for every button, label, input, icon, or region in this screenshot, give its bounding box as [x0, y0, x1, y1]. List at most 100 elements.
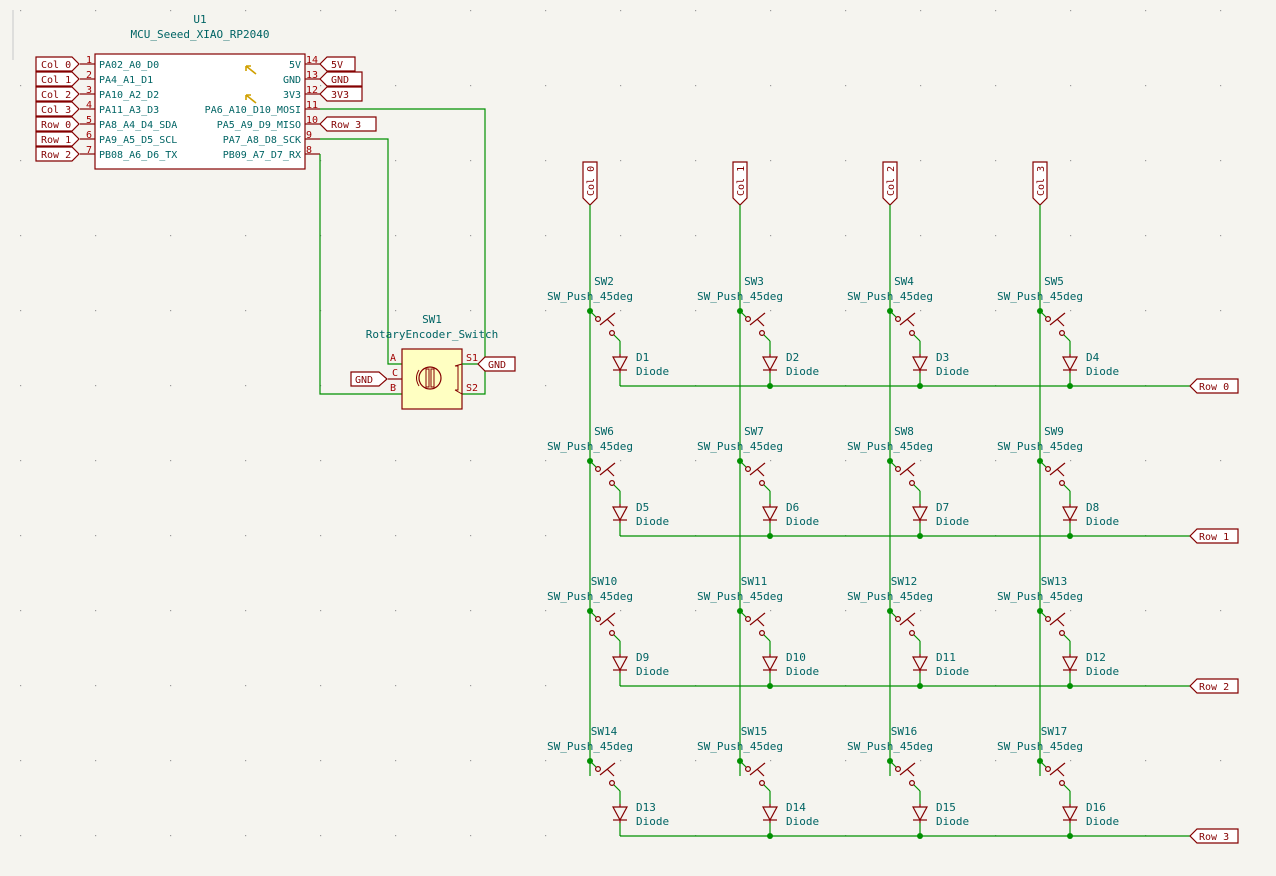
mcu-pin-name: PA8_A4_D4_SDA	[99, 120, 177, 131]
column-label-2[interactable]: Col 2	[882, 161, 898, 206]
switch-value: SW_Push_45deg	[697, 740, 783, 753]
mcu-pin-name: PA10_A2_D2	[99, 90, 159, 101]
net-label-col-1[interactable]: Col 1	[35, 71, 80, 87]
mcu-pin-name: PB08_A6_D6_TX	[99, 150, 177, 161]
push-switch-icon	[1039, 610, 1071, 642]
diode-reference: D6	[786, 501, 799, 514]
svg-text:Row 2: Row 2	[41, 150, 71, 161]
gnd-label-encoder-right[interactable]: GND	[477, 356, 516, 372]
switch-value: SW_Push_45deg	[847, 440, 933, 453]
row-label-2[interactable]: Row 2	[1189, 678, 1239, 694]
diode-value: Diode	[1086, 365, 1119, 378]
row-label-3[interactable]: Row 3	[1189, 828, 1239, 844]
push-switch-icon	[889, 460, 921, 492]
diode-icon	[611, 354, 629, 373]
mcu-pin-name: 3V3	[283, 90, 301, 101]
mcu-pin-name: PB09_A7_D7_RX	[223, 150, 301, 161]
column-label-1[interactable]: Col 1	[732, 161, 748, 206]
diode-icon	[911, 804, 929, 823]
mcu-encoder-wires	[319, 108, 486, 395]
mcu-pin-number: 2	[86, 70, 92, 81]
switch-reference: SW12	[891, 575, 918, 588]
mcu-pin-name: 5V	[289, 60, 301, 71]
diode-icon	[761, 504, 779, 523]
net-label-col-3[interactable]: Col 3	[35, 101, 80, 117]
net-label-gnd[interactable]: GND	[319, 71, 363, 87]
push-switch-icon	[739, 760, 771, 792]
push-switch-icon	[889, 310, 921, 342]
push-switch-icon	[739, 310, 771, 342]
row-label-0[interactable]: Row 0	[1189, 378, 1239, 394]
diode-icon	[611, 504, 629, 523]
svg-text:Row 3: Row 3	[1199, 832, 1229, 843]
svg-text:Col 0: Col 0	[586, 166, 597, 196]
net-label-row-3[interactable]: Row 3	[319, 116, 377, 132]
gnd-label-encoder-left[interactable]: GND	[350, 371, 388, 387]
svg-text:Col 0: Col 0	[41, 60, 71, 71]
switch-value: SW_Push_45deg	[547, 590, 633, 603]
switch-value: SW_Push_45deg	[997, 440, 1083, 453]
row-label-1[interactable]: Row 1	[1189, 528, 1239, 544]
column-label-3[interactable]: Col 3	[1032, 161, 1048, 206]
column-label-0[interactable]: Col 0	[582, 161, 598, 206]
mcu-pin-number: 13	[306, 70, 318, 81]
mcu-reference: U1	[193, 13, 206, 26]
encoder-body[interactable]	[401, 348, 463, 410]
push-switch-icon	[589, 760, 621, 792]
net-label-3v3[interactable]: 3V3	[319, 86, 363, 102]
diode-icon	[611, 654, 629, 673]
mcu-pin-number: 4	[86, 100, 92, 111]
power-pin-marker-icon	[245, 65, 257, 104]
svg-text:GND: GND	[355, 375, 373, 386]
encoder-pin-a: A	[390, 353, 396, 364]
diode-reference: D14	[786, 801, 806, 814]
mcu-pin-name: PA7_A8_D8_SCK	[223, 135, 301, 146]
diode-icon	[1061, 654, 1079, 673]
diode-reference: D3	[936, 351, 949, 364]
diode-value: Diode	[936, 665, 969, 678]
push-switch-icon	[589, 310, 621, 342]
svg-text:Col 2: Col 2	[886, 166, 897, 196]
svg-text:GND: GND	[488, 360, 506, 371]
switch-reference: SW2	[594, 275, 614, 288]
svg-text:3V3: 3V3	[331, 90, 349, 101]
svg-text:5V: 5V	[331, 60, 343, 71]
diode-value: Diode	[636, 665, 669, 678]
key-matrix: Col 0 Col 1 Col 2 Col 3 Row 0 Row 1 Row 2 Row 3…	[547, 161, 1239, 844]
net-label-row-1[interactable]: Row 1	[35, 131, 80, 147]
encoder-reference: SW1	[422, 313, 442, 326]
net-label-5v[interactable]: 5V	[319, 56, 356, 72]
mcu-pin-name: PA11_A3_D3	[99, 105, 159, 116]
rotary-encoder-symbol[interactable]: SW1 RotaryEncoder_Switch A C B S1 S2 GND…	[350, 313, 516, 410]
net-label-row-0[interactable]: Row 0	[35, 116, 80, 132]
mcu-body[interactable]	[94, 53, 306, 170]
diode-icon	[911, 504, 929, 523]
svg-text:Col 3: Col 3	[1036, 166, 1047, 196]
svg-text:Col 3: Col 3	[41, 105, 71, 116]
net-label-row-2[interactable]: Row 2	[35, 146, 80, 162]
encoder-value: RotaryEncoder_Switch	[366, 328, 498, 341]
net-label-col-0[interactable]: Col 0	[35, 56, 80, 72]
mcu-pin-number: 11	[306, 100, 318, 111]
net-label-col-2[interactable]: Col 2	[35, 86, 80, 102]
switch-reference: SW7	[744, 425, 764, 438]
switch-reference: SW9	[1044, 425, 1064, 438]
